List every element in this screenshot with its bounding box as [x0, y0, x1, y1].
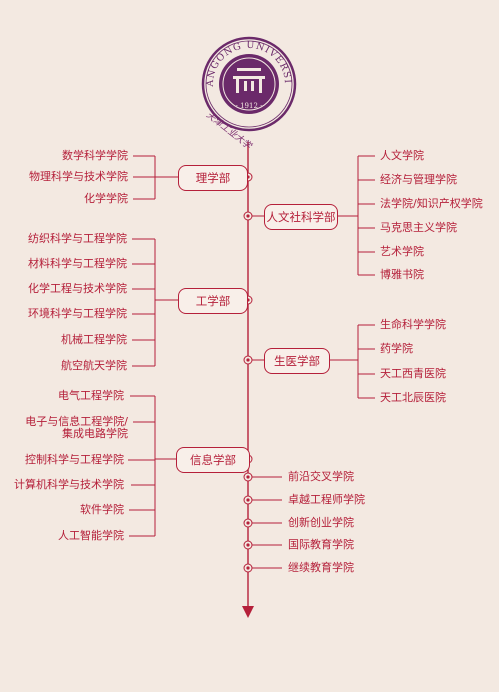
school-humanities-0: 人文学院 — [380, 149, 424, 162]
node-humanities-center — [246, 214, 250, 218]
school-information-3: 控制科学与工程学院 — [25, 453, 124, 466]
school-engineering-4: 机械工程学院 — [61, 333, 127, 346]
school-engineering-5: 航空航天学院 — [61, 359, 127, 372]
dept-information: 信息学部 — [176, 447, 250, 473]
node-independent-2-center — [246, 521, 250, 525]
school-biomedical-2: 天工西青医院 — [380, 367, 446, 380]
school-information-0: 电气工程学院 — [58, 389, 124, 402]
svg-text:- 1912 -: - 1912 - — [236, 102, 264, 110]
dept-biomedical: 生医学部 — [264, 348, 330, 374]
school-science-1: 物理科学与技术学院 — [29, 170, 128, 183]
school-humanities-1: 经济与管理学院 — [380, 173, 457, 186]
school-biomedical-3: 天工北辰医院 — [380, 391, 446, 404]
school-humanities-2: 法学院/知识产权学院 — [380, 197, 483, 210]
school-humanities-3: 马克思主义学院 — [380, 221, 457, 234]
school-independent-1: 卓越工程师学院 — [288, 493, 365, 506]
node-independent-3-center — [246, 543, 250, 547]
school-information-5: 软件学院 — [80, 503, 124, 516]
school-independent-3: 国际教育学院 — [288, 538, 354, 551]
trunk-arrow-icon — [242, 606, 254, 618]
node-independent-1-center — [246, 498, 250, 502]
school-information-4: 计算机科学与技术学院 — [14, 478, 124, 491]
school-engineering-0: 纺织科学与工程学院 — [28, 232, 127, 245]
school-biomedical-0: 生命科学学院 — [380, 318, 446, 331]
node-biomedical-center — [246, 358, 250, 362]
school-engineering-3: 环境科学与工程学院 — [28, 307, 127, 320]
school-information-2: 集成电路学院 — [62, 427, 128, 440]
university-logo: TIANGONG UNIVERSITY - 1912 - — [0, 0, 297, 132]
school-science-2: 化学学院 — [84, 192, 128, 205]
dept-science: 理学部 — [178, 165, 248, 191]
node-independent-4-center — [246, 566, 250, 570]
school-engineering-1: 材料科学与工程学院 — [28, 257, 127, 270]
dept-engineering: 工学部 — [178, 288, 248, 314]
school-information-6: 人工智能学院 — [58, 529, 124, 542]
school-humanities-5: 博雅书院 — [380, 268, 424, 281]
school-independent-4: 继续教育学院 — [288, 561, 354, 574]
school-engineering-2: 化学工程与技术学院 — [28, 282, 127, 295]
school-biomedical-1: 药学院 — [380, 342, 413, 355]
school-humanities-4: 艺术学院 — [380, 245, 424, 258]
node-independent-0-center — [246, 475, 250, 479]
dept-humanities: 人文社科学部 — [264, 204, 338, 230]
school-independent-0: 前沿交叉学院 — [288, 470, 354, 483]
school-science-0: 数学科学学院 — [62, 149, 128, 162]
school-information-1: 电子与信息工程学院/ — [25, 415, 128, 428]
school-independent-2: 创新创业学院 — [288, 516, 354, 529]
